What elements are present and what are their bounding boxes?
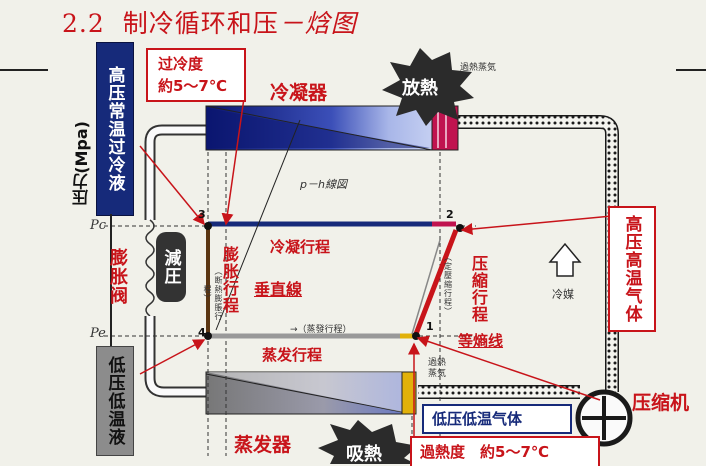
title-number: 2.2 <box>62 9 105 38</box>
superheat-box: 過熱度 約5～7℃ <box>410 436 600 466</box>
subcooling-title: 过冷度 <box>158 55 204 73</box>
evaporator-superheat-end <box>401 371 417 415</box>
pc-label: Pc <box>90 218 107 233</box>
point-marker-4 <box>204 332 212 340</box>
title-italic: －焓图 <box>278 9 357 38</box>
superheat-label: 過熱度 約5～7℃ <box>420 443 550 461</box>
adiabatic-note: （断熱膨脹行程） <box>203 267 223 321</box>
title-rule-left <box>0 69 48 71</box>
low-pressure-liquid-label: 低压低温液 <box>104 356 125 446</box>
high-pressure-liquid-label: 高压常温过冷液 <box>104 66 125 192</box>
point-label-4: 4 <box>198 326 206 339</box>
evaporating-note: →（蒸發行程） <box>290 325 352 335</box>
point-label-2: 2 <box>446 208 454 221</box>
refrigerant-flow-arrow <box>548 242 582 277</box>
heat-absorb-label: 吸熱 <box>346 444 382 465</box>
high-pressure-gas-label: 高压高温气体 <box>621 215 642 323</box>
pressure-drop-label: 減圧 <box>160 249 181 285</box>
expansion-valve-coil <box>145 219 155 317</box>
ph-diagram-label: p－h線図 <box>300 178 347 191</box>
point-label-3: 3 <box>198 208 206 221</box>
point-marker-3 <box>204 222 212 230</box>
isentropic-label: 等熵线 <box>458 332 504 350</box>
compression-note: （定壓縮行程） <box>443 252 453 316</box>
pressure-axis-label: 压力(Mpa) <box>72 120 91 206</box>
heat-absorb-burst <box>318 420 418 464</box>
subcooling-range: 約5～7℃ <box>158 77 228 95</box>
superheat-vapor-top: 過熱蒸気 <box>460 63 497 73</box>
compression-line <box>413 229 459 335</box>
vertical-line-label: 垂直線 <box>254 280 303 299</box>
pressure-axis-line <box>110 214 112 374</box>
heat-release-label: 放熱 <box>402 78 438 99</box>
low-pressure-gas-box: 低压低温气体 <box>422 404 572 434</box>
compression-process-box: 压縮行程 <box>464 248 492 330</box>
callout-lines <box>139 97 613 440</box>
point-marker-2 <box>456 224 464 232</box>
page-title: 2.2 制冷循环和压－焓图 <box>62 4 357 40</box>
compression-note-box: （定壓縮行程） <box>440 248 456 320</box>
pe-label: Pe <box>90 326 106 341</box>
low-pressure-liquid-box: 低压低温液 <box>96 346 134 456</box>
adiabatic-note-box: （断熱膨脹行程） <box>203 262 223 326</box>
compressor-label: 压缩机 <box>632 392 690 414</box>
title-rule-right <box>676 69 706 71</box>
expansion-process-box: 膨胀行程 <box>214 240 244 320</box>
superheat-vapor-bottom: 過熱蒸気 <box>428 358 447 379</box>
evaporator-label: 蒸发器 <box>234 434 292 456</box>
high-pressure-liquid-box: 高压常温过冷液 <box>96 42 134 216</box>
refrigerant-label: 冷媒 <box>552 288 574 301</box>
low-pressure-gas-label: 低压低温气体 <box>432 410 523 428</box>
point-label-1: 1 <box>426 320 434 333</box>
condenser-label: 冷凝器 <box>270 82 328 104</box>
expansion-process-label: 膨胀行程 <box>220 246 239 314</box>
pressure-drop-box: 減圧 <box>156 232 186 302</box>
expansion-valve-label-box: 膨胀阀 <box>102 236 132 316</box>
subcooling-box: 过冷度 約5～7℃ <box>146 48 246 102</box>
expansion-valve-label: 膨胀阀 <box>107 247 128 305</box>
heat-release-burst <box>382 48 474 126</box>
evaporating-process-label: 蒸发行程 <box>262 346 323 364</box>
condensing-process-label: 冷凝行程 <box>270 238 331 256</box>
liquid-pipe <box>144 124 206 220</box>
title-text: 制冷循环和压 <box>122 9 279 38</box>
high-pressure-gas-box: 高压高温气体 <box>608 206 656 332</box>
compression-process-label: 压縮行程 <box>469 255 488 323</box>
